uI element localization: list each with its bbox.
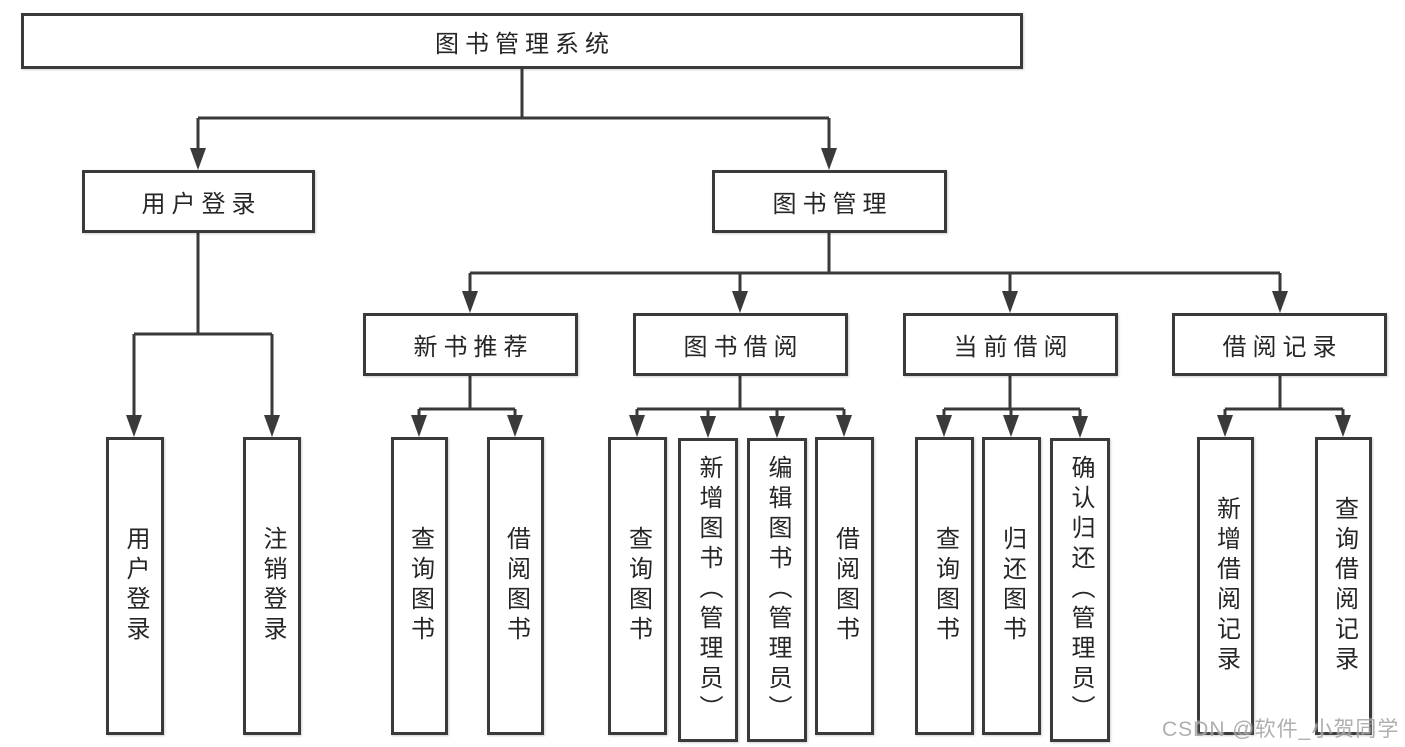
node-user-login-label: 用户登录 [141,191,262,218]
node-root: 图书管理系统 [21,13,1023,69]
node-book-management: 图书管理 [712,170,947,233]
leaf-add-books-admin-label: 新增图书（管理员） [695,455,722,725]
node-current-borrowing: 当前借阅 [903,313,1118,376]
node-new-book-recommend: 新书推荐 [363,313,578,376]
node-new-book-recommend-label: 新书推荐 [413,334,534,361]
leaf-query-books-1: 查询图书 [391,437,448,735]
leaf-query-books-2: 查询图书 [608,437,667,735]
leaf-query-books-3: 查询图书 [915,437,974,735]
leaf-return-books-label: 归还图书 [998,526,1026,646]
node-book-borrowing: 图书借阅 [633,313,848,376]
leaf-logout-label: 注销登录 [259,526,286,646]
node-borrow-records-label: 借阅记录 [1222,334,1343,361]
leaf-edit-books-admin: 编辑图书（管理员） [747,438,807,742]
node-borrow-records: 借阅记录 [1172,313,1387,376]
leaf-add-books-admin: 新增图书（管理员） [678,438,738,742]
node-book-management-label: 图书管理 [772,191,893,218]
leaf-user-login: 用户登录 [106,437,164,735]
leaf-return-books: 归还图书 [982,437,1041,735]
leaf-add-borrow-record: 新增借阅记录 [1197,437,1254,735]
leaf-borrow-books-2-label: 借阅图书 [831,526,859,646]
leaf-query-borrow-record-label: 查询借阅记录 [1330,496,1358,676]
leaf-logout: 注销登录 [243,437,301,735]
connector-stems [132,69,1345,421]
csdn-watermark: CSDN @软件_小贺同学 [1162,718,1400,741]
node-current-borrowing-label: 当前借阅 [953,334,1074,361]
node-user-login: 用户登录 [82,170,315,233]
leaf-user-login-label: 用户登录 [122,526,149,646]
leaf-query-books-2-label: 查询图书 [624,526,652,646]
leaf-borrow-books-1-label: 借阅图书 [502,526,530,646]
leaf-confirm-return-admin: 确认归还（管理员） [1050,438,1110,742]
leaf-borrow-books-2: 借阅图书 [815,437,874,735]
leaf-edit-books-admin-label: 编辑图书（管理员） [764,455,791,725]
node-book-borrowing-label: 图书借阅 [683,334,804,361]
leaf-query-books-1-label: 查询图书 [406,526,434,646]
arrowhead-icons [126,148,1351,438]
leaf-add-borrow-record-label: 新增借阅记录 [1212,496,1240,676]
node-root-label: 图书管理系统 [435,30,615,58]
leaf-query-borrow-record: 查询借阅记录 [1315,437,1372,735]
leaf-confirm-return-admin-label: 确认归还（管理员） [1067,455,1094,725]
leaf-borrow-books-1: 借阅图书 [487,437,544,735]
leaf-query-books-3-label: 查询图书 [931,526,959,646]
